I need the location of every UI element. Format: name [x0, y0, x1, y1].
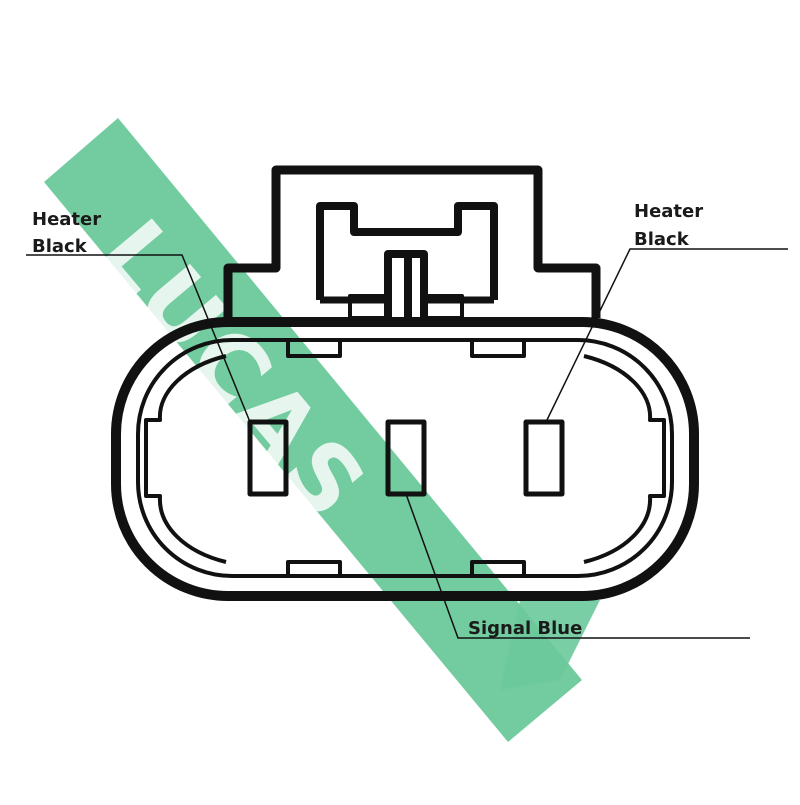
- key-tab-top-left: [286, 338, 342, 358]
- label-right-heater-line1: Heater: [634, 201, 703, 222]
- watermark-tail: [500, 600, 600, 690]
- pin-left-heater: [247, 419, 289, 497]
- watermark-logo-text: LUCAS: [78, 200, 388, 541]
- key-tab-top-right: [470, 338, 526, 358]
- label-left-heater-line1: Heater: [32, 209, 101, 230]
- key-tab-bottom-left: [286, 560, 342, 578]
- leader-signal: [405, 493, 750, 639]
- watermark-band: [44, 118, 582, 742]
- key-tab-bottom-right: [470, 560, 526, 578]
- inner-shell: [136, 338, 674, 578]
- label-left-heater-line2: Black: [32, 236, 88, 257]
- leader-lines: [26, 248, 788, 639]
- connector-body: [111, 165, 699, 601]
- right-inner-wall: [583, 354, 666, 564]
- pin-labels: Heater Black Heater Black Signal Blue: [32, 201, 703, 639]
- leader-right-heater: [545, 248, 788, 423]
- pin-right-heater: [523, 419, 565, 497]
- left-inner-wall: [144, 354, 227, 564]
- latch-center-post: [384, 250, 428, 320]
- label-signal: Signal Blue: [468, 618, 582, 639]
- latch-inner: [316, 202, 498, 300]
- leader-left-heater: [26, 254, 251, 423]
- label-right-heater-line2: Black: [634, 229, 690, 250]
- latch-housing: [223, 165, 601, 318]
- outer-shell: [111, 317, 699, 601]
